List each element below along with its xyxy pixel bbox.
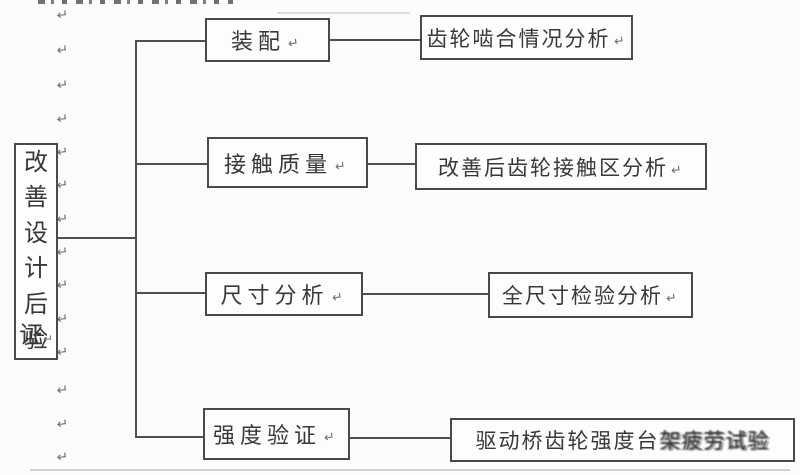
return-mark-icon: ↵ <box>323 427 341 446</box>
return-mark-icon: ↵ <box>55 41 70 58</box>
box-dimension-analysis-label: 尺寸分析 <box>220 283 329 308</box>
return-mark-icon: ↵ <box>664 289 680 306</box>
box-bench-fatigue-test[interactable]: 驱动桥齿轮强度台架疲劳试验 <box>450 418 795 462</box>
return-mark-icon: ↵ <box>55 415 70 432</box>
root-char: 改 <box>24 148 48 176</box>
box-strength-verification[interactable]: 强度验证↵ <box>203 408 350 460</box>
box-full-dimension-inspection-label: 全尺寸检验分析 <box>502 285 664 308</box>
box-contact-quality-label: 接触质量 <box>224 151 333 177</box>
return-mark-icon: ↵ <box>55 381 70 398</box>
return-mark-icon: ↵ <box>334 156 352 174</box>
box-assembly[interactable]: 装配↵ <box>205 18 330 62</box>
box-assembly-label: 装配 <box>231 29 286 54</box>
return-mark-icon: ↵ <box>55 110 70 127</box>
box-contact-quality[interactable]: 接触质量↵ <box>207 137 368 188</box>
return-mark-icon: ↵ <box>42 332 53 346</box>
return-mark-icon: ↵ <box>55 76 70 93</box>
box-bench-fatigue-test-label: 驱动桥齿轮强度台 <box>475 430 660 453</box>
box-gear-meshing-analysis-label: 齿轮啮合情况分析 <box>426 27 611 51</box>
box-improved-contact-zone-analysis-label: 改善后齿轮接触区分析 <box>438 156 669 180</box>
connector-link-1 <box>330 39 420 41</box>
box-gear-meshing-analysis[interactable]: 齿轮啮合情况分析↵ <box>420 15 633 60</box>
return-mark-icon: ↵ <box>55 448 70 465</box>
ghost-line-top <box>277 12 410 14</box>
root-char: 计 <box>24 255 48 283</box>
connector-link-3 <box>363 293 488 295</box>
return-mark-icon: 证↵ <box>19 315 53 350</box>
root-char: 善 <box>24 184 48 212</box>
connector-branch-3 <box>135 292 207 294</box>
box-root-verification[interactable]: 改 善 设 计 后 验 证↵ <box>14 143 58 360</box>
return-mark-icon: ↵ <box>669 160 685 178</box>
box-full-dimension-inspection[interactable]: 全尺寸检验分析↵ <box>488 272 693 318</box>
return-mark-icon: ↵ <box>612 31 628 49</box>
connector-branch-2 <box>135 163 209 165</box>
root-char: 后 <box>24 290 48 318</box>
root-char: 证 <box>18 322 43 349</box>
connector-root-to-trunk <box>58 237 135 239</box>
return-mark-icon: ↵ <box>330 287 349 306</box>
root-char: 验 <box>24 326 48 354</box>
return-mark-icon: ↵ <box>55 6 70 23</box>
box-improved-contact-zone-analysis[interactable]: 改善后齿轮接触区分析↵ <box>415 143 707 190</box>
bottom-rule <box>30 469 790 471</box>
return-mark-icon: ↵ <box>287 33 305 52</box>
connector-link-4 <box>350 437 450 439</box>
box-bench-fatigue-test-label-ghost: 架疲劳试验 <box>659 430 770 453</box>
connector-branch-1 <box>135 40 207 42</box>
root-char: 设 <box>24 219 48 247</box>
connector-link-2 <box>368 163 415 165</box>
clipped-text-top <box>38 0 233 4</box>
box-strength-verification-label: 强度验证 <box>213 423 322 448</box>
box-dimension-analysis[interactable]: 尺寸分析↵ <box>205 272 363 316</box>
connector-trunk <box>135 40 137 438</box>
connector-branch-4 <box>135 436 205 438</box>
